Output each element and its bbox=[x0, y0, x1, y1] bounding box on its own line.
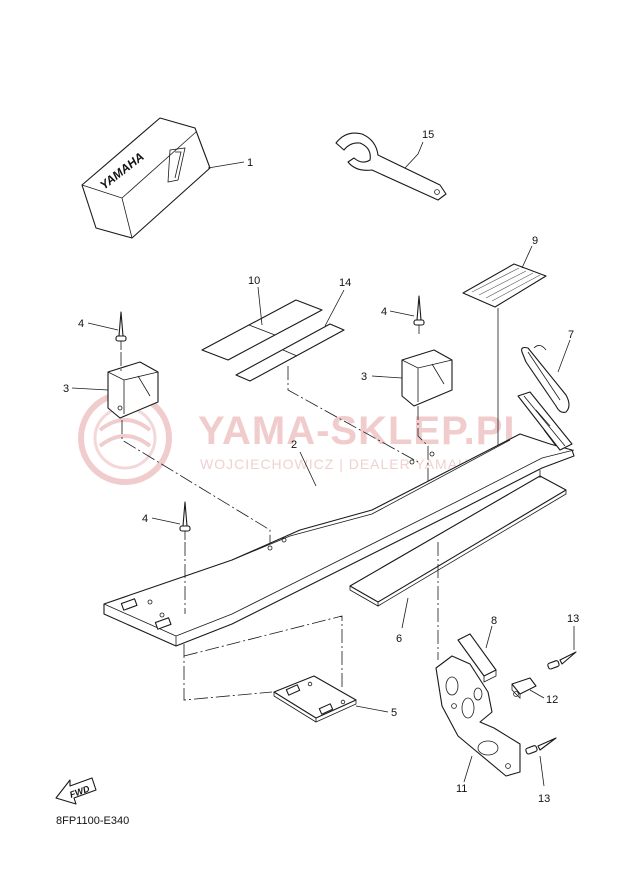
part-4-rivet-right: 4 bbox=[381, 295, 425, 334]
part-13-rivet-upper: 13 bbox=[547, 613, 579, 670]
part-3-clip-right: 3 bbox=[361, 349, 453, 500]
part-11-plate: 11 bbox=[435, 655, 521, 795]
callout-13-lower: 13 bbox=[538, 793, 550, 805]
part-12-clip: 12 bbox=[511, 677, 558, 706]
part-8-block: 8 bbox=[457, 615, 497, 683]
callout-12: 12 bbox=[546, 694, 558, 706]
callout-3-right: 3 bbox=[361, 371, 367, 383]
callout-8: 8 bbox=[491, 615, 497, 627]
diagram-code: 8FP1100-E340 bbox=[56, 815, 129, 827]
part-14-decal: 14 bbox=[235, 277, 419, 463]
callout-4-right: 4 bbox=[381, 306, 387, 318]
callout-4-left: 4 bbox=[78, 318, 84, 330]
part-6-undermat: 6 bbox=[349, 470, 567, 660]
watermark-brand: YAMA-SKLEP.PL bbox=[198, 409, 529, 453]
part-13-rivet-lower: 13 bbox=[525, 737, 557, 805]
callout-1: 1 bbox=[247, 157, 253, 169]
callout-3-left: 3 bbox=[63, 383, 69, 395]
callout-4-lower: 4 bbox=[142, 513, 148, 525]
part-15-wrench: 15 bbox=[335, 129, 447, 201]
fwd-arrow-icon: FWD bbox=[55, 777, 97, 805]
callout-15: 15 bbox=[422, 129, 434, 141]
watermark-tagline: WOJCIECHOWICZ | DEALER YAMAHA bbox=[200, 456, 479, 472]
callout-5: 5 bbox=[391, 707, 397, 719]
callout-11: 11 bbox=[456, 783, 467, 795]
part-7-handle: 7 bbox=[521, 329, 574, 413]
part-1-cover: YAMAHA 1 bbox=[81, 117, 253, 239]
watermark: YAMA-SKLEP.PL WOJCIECHOWICZ | DEALER YAM… bbox=[78, 391, 529, 485]
callout-2: 2 bbox=[291, 439, 297, 451]
callout-7: 7 bbox=[568, 329, 574, 341]
callout-14: 14 bbox=[339, 277, 351, 289]
part-4-rivet-left: 4 bbox=[78, 311, 127, 372]
callout-10: 10 bbox=[248, 275, 260, 287]
callout-6: 6 bbox=[396, 633, 402, 645]
callout-13-upper: 13 bbox=[567, 613, 579, 625]
part-2-tray: 2 bbox=[103, 391, 575, 647]
part-10-decal: 10 bbox=[201, 275, 323, 361]
part-4-rivet-lower: 4 bbox=[142, 501, 191, 614]
part-3-clip-left: 3 bbox=[63, 361, 271, 545]
part-5-plate: 5 bbox=[183, 615, 397, 723]
part-9-mat: 9 bbox=[462, 235, 547, 460]
callout-9: 9 bbox=[532, 235, 538, 247]
